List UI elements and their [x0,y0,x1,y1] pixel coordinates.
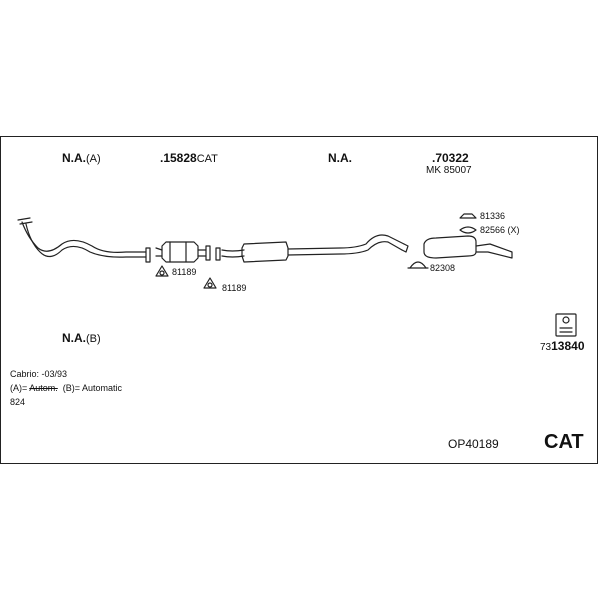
part-70322-label: .70322 [432,151,469,165]
part-81336-label: 81336 [480,211,506,221]
rear-muffler [423,235,513,259]
part-82308-label: 82308 [430,263,456,273]
part-81189-a-label: 81189 [172,267,197,277]
kit-number: 7313840 [540,339,585,353]
note-variants: (A)= Autom. (B)= Automatic [10,383,123,393]
mk-85007-label: MK 85007 [426,165,472,176]
na-mid-label: N.A. [328,151,352,165]
part-82566-label: 82566 (X) [480,225,520,235]
note-824: 824 [10,397,26,407]
diagram-frame [0,136,598,464]
middle-pipe-resonator [215,234,409,263]
na-a-label: N.A.(A) [62,151,101,165]
front-downpipe [17,217,151,263]
rubber-mount-82566 [459,226,477,234]
kit-icon [555,313,577,337]
na-b-label: N.A.(B) [62,331,101,345]
part-15828-label: .15828CAT [160,151,218,165]
gasket-81189-b [203,277,217,289]
kit-code: OP40189 [448,437,499,451]
clamp-82308 [407,261,429,269]
gasket-81189-a [155,265,169,277]
rubber-mount-81336 [459,213,477,219]
part-81189-b-label: 81189 [222,283,247,293]
cat-type-label: CAT [544,431,584,453]
catalytic-converter [155,241,211,263]
note-cabrio: Cabrio: -03/93 [10,369,68,379]
